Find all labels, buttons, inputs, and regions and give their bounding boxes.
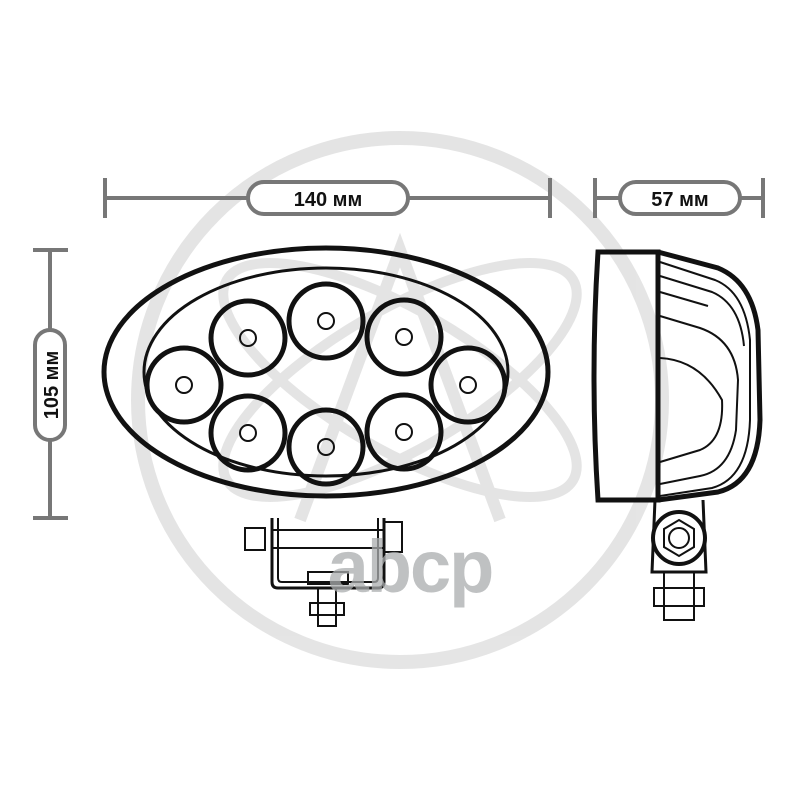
housing-outer [101,245,551,499]
hex-bolt-icon [663,518,695,558]
front-view [101,245,551,627]
depth-dimension [593,178,765,218]
depth-label: 57 мм [651,189,708,211]
side-housing [657,249,763,503]
width-label: 140 мм [294,189,363,211]
side-lens [591,249,661,503]
height-dimension [33,248,68,520]
height-label: 105 мм [41,351,63,420]
width-dimension [103,178,552,218]
lens-inner [142,266,510,478]
watermark-text: abcp [328,525,493,608]
side-recess [659,357,724,463]
side-bracket [650,499,708,621]
led-array [144,281,508,487]
side-view [591,249,763,621]
front-bracket [244,518,403,627]
